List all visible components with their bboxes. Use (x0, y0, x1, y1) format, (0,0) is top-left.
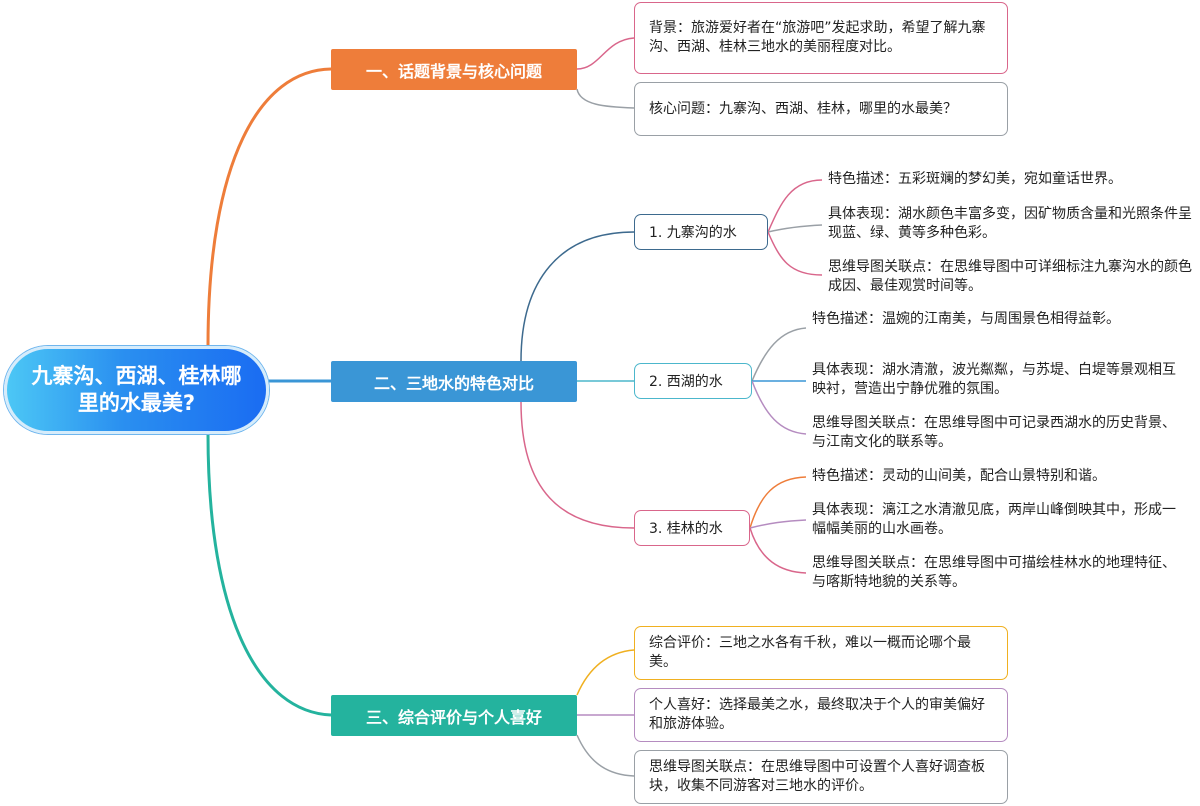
branch-background[interactable]: 一、话题背景与核心问题 (331, 49, 577, 90)
leaf-jiuzhaigou-detail[interactable]: 具体表现：湖水颜色丰富多变，因矿物质含量和光照条件呈现蓝、绿、黄等多种色彩。 (828, 206, 1192, 241)
leaf-guilin-mindmap[interactable]: 思维导图关联点：在思维导图中可描绘桂林水的地理特征、与喀斯特地貌的关系等。 (812, 555, 1176, 590)
topic-text: 综合评价：三地之水各有千秋，难以一概而论哪个最美。 (649, 635, 971, 670)
branch-evaluation[interactable]: 三、综合评价与个人喜好 (331, 695, 577, 736)
leaf-westlake-detail[interactable]: 具体表现：湖水清澈，波光粼粼，与苏堤、白堤等景观相互映衬，营造出宁静优雅的氛围。 (812, 362, 1176, 397)
topic-text: 核心问题：九寨沟、西湖、桂林，哪里的水最美？ (649, 100, 957, 117)
topic-background[interactable]: 背景：旅游爱好者在“旅游吧”发起求助，希望了解九寨沟、西湖、桂林三地水的美丽程度… (634, 2, 1008, 74)
topic-survey-mindmap[interactable]: 思维导图关联点：在思维导图中可设置个人喜好调查板块，收集不同游客对三地水的评价。 (634, 750, 1008, 804)
leaf-jiuzhaigou-mindmap[interactable]: 思维导图关联点：在思维导图中可详细标注九寨沟水的颜色成因、最佳观赏时间等。 (828, 259, 1192, 294)
root-title: 九寨沟、西湖、桂林哪里的水最美? (31, 364, 242, 415)
topic-overall-evaluation[interactable]: 综合评价：三地之水各有千秋，难以一概而论哪个最美。 (634, 626, 1008, 680)
subtopic-guilin[interactable]: 3. 桂林的水 (634, 510, 750, 546)
subtopic-label: 3. 桂林的水 (649, 521, 723, 537)
topic-personal-preference[interactable]: 个人喜好：选择最美之水，最终取决于个人的审美偏好和旅游体验。 (634, 688, 1008, 742)
branch-label: 二、三地水的特色对比 (373, 373, 534, 393)
leaf-guilin-feature[interactable]: 特色描述：灵动的山间美，配合山景特别和谐。 (812, 468, 1106, 484)
leaf-westlake-feature[interactable]: 特色描述：温婉的江南美，与周围景色相得益彰。 (812, 311, 1120, 327)
topic-text: 思维导图关联点：在思维导图中可设置个人喜好调查板块，收集不同游客对三地水的评价。 (649, 759, 985, 794)
subtopic-jiuzhaigou[interactable]: 1. 九寨沟的水 (634, 214, 768, 250)
branch-label: 一、话题背景与核心问题 (365, 61, 542, 81)
leaf-jiuzhaigou-feature[interactable]: 特色描述：五彩斑斓的梦幻美，宛如童话世界。 (828, 171, 1122, 187)
topic-text: 个人喜好：选择最美之水，最终取决于个人的审美偏好和旅游体验。 (649, 697, 985, 732)
leaf-westlake-mindmap[interactable]: 思维导图关联点：在思维导图中可记录西湖水的历史背景、与江南文化的联系等。 (812, 415, 1176, 450)
topic-text: 背景：旅游爱好者在“旅游吧”发起求助，希望了解九寨沟、西湖、桂林三地水的美丽程度… (649, 20, 986, 55)
subtopic-label: 2. 西湖的水 (649, 374, 723, 390)
topic-core-question[interactable]: 核心问题：九寨沟、西湖、桂林，哪里的水最美？ (634, 82, 1008, 136)
subtopic-westlake[interactable]: 2. 西湖的水 (634, 363, 752, 399)
subtopic-label: 1. 九寨沟的水 (649, 225, 737, 241)
root-topic[interactable]: 九寨沟、西湖、桂林哪里的水最美? (4, 346, 269, 434)
branch-comparison[interactable]: 二、三地水的特色对比 (331, 361, 577, 402)
leaf-guilin-detail[interactable]: 具体表现：漓江之水清澈见底，两岸山峰倒映其中，形成一幅幅美丽的山水画卷。 (812, 502, 1176, 537)
branch-label: 三、综合评价与个人喜好 (365, 707, 542, 727)
